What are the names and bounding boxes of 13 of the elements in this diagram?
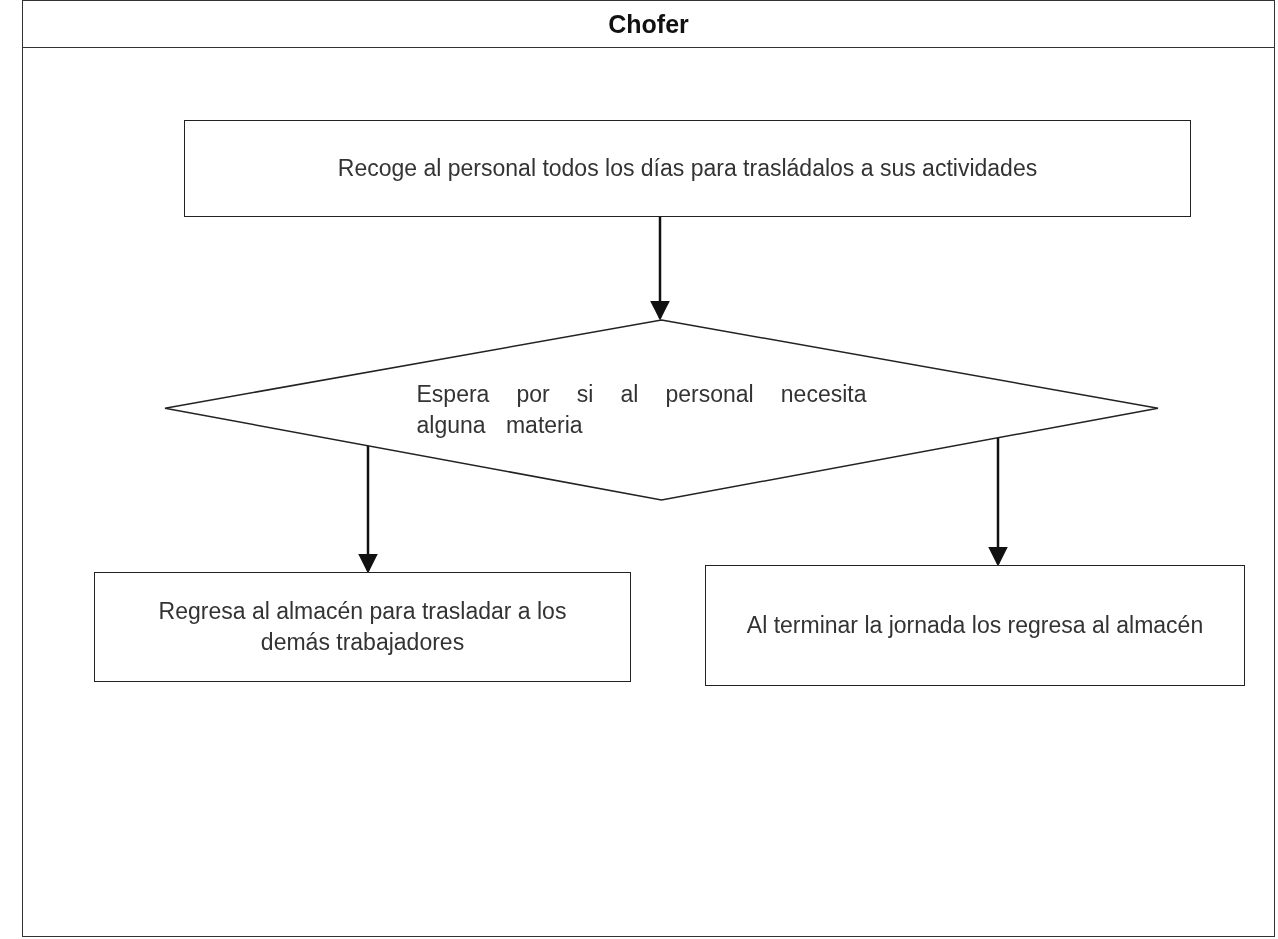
decision-text: Espera por si al personal necesita alguna materia — [416, 379, 867, 440]
arrow — [650, 216, 670, 321]
decision-diamond — [164, 319, 1159, 501]
arrow — [358, 445, 378, 574]
swimlane-box — [22, 0, 1275, 937]
arrow — [988, 437, 1008, 567]
process-box — [94, 572, 631, 682]
process-text: Al terminar la jornada los regresa al almacén — [746, 610, 1204, 640]
process-box — [184, 120, 1191, 217]
process-box — [705, 565, 1245, 686]
process-text: Regresa al almacén para trasladar a los demás trabajadores — [157, 596, 568, 657]
process-text: Recoge al personal todos los días para trasládalos a sus actividades — [337, 153, 1038, 183]
lane-title: Chofer — [608, 9, 689, 39]
